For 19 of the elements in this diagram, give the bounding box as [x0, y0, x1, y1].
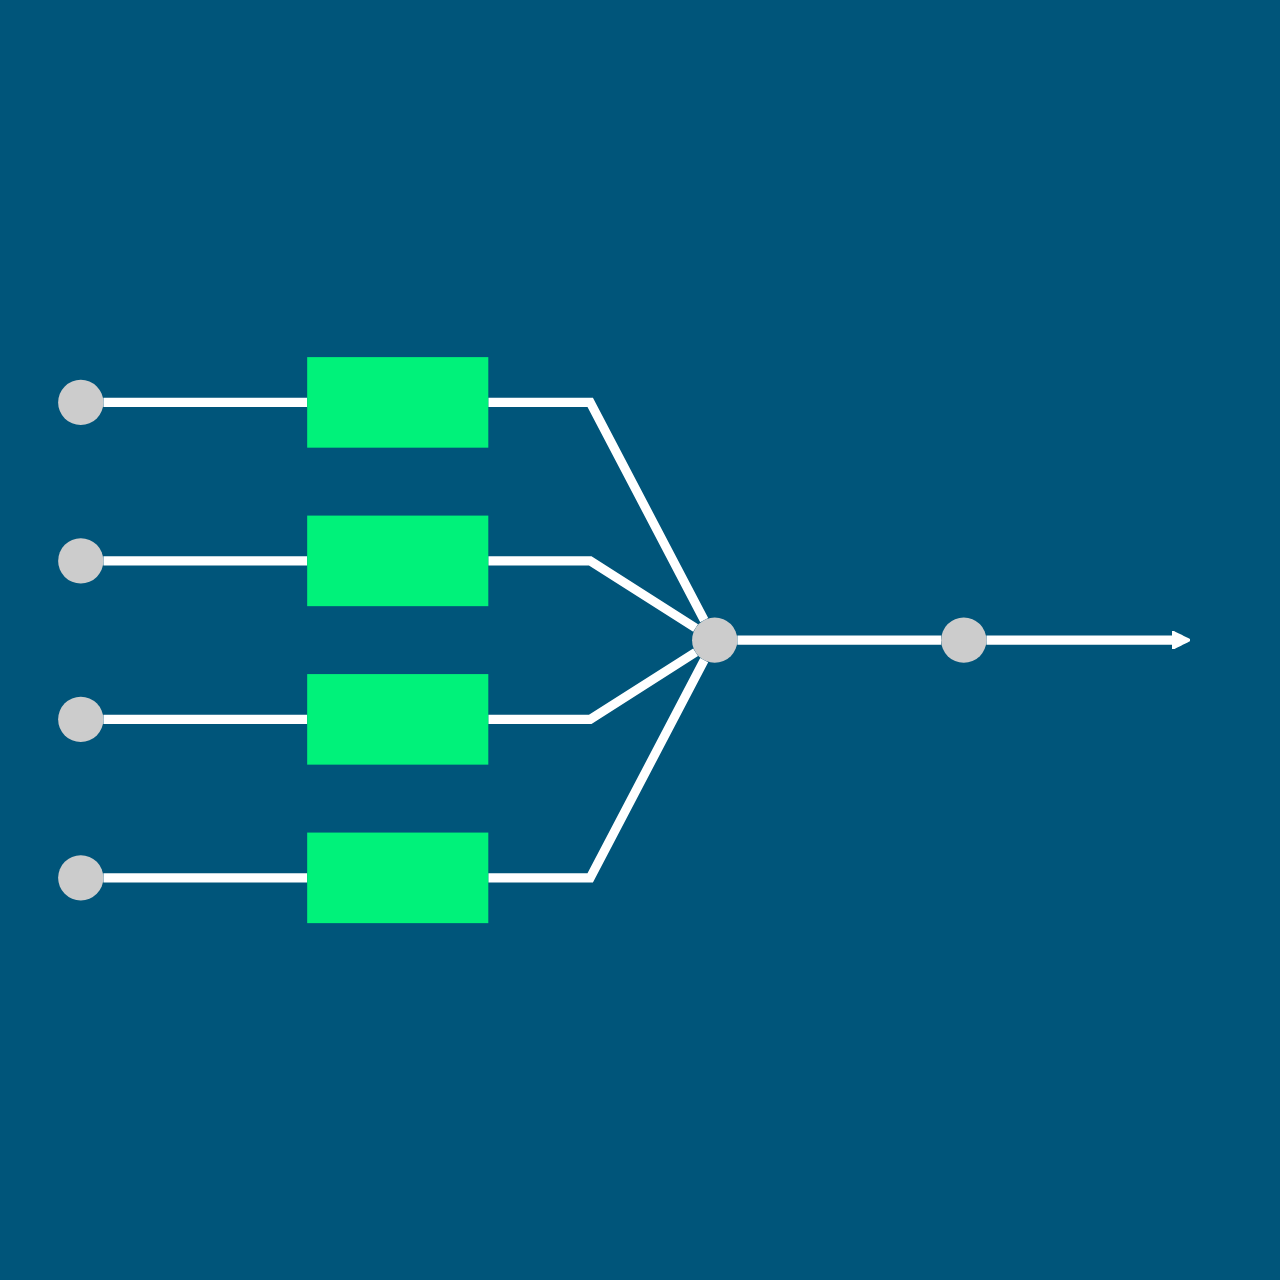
node-circle	[58, 538, 104, 584]
node-circle	[58, 696, 104, 742]
connector	[737, 635, 942, 645]
node-circle	[692, 617, 738, 663]
connector	[103, 714, 308, 724]
node-circle	[941, 617, 987, 663]
node-box	[307, 832, 489, 923]
connector	[103, 397, 308, 407]
connector	[488, 648, 699, 724]
node-box	[307, 357, 489, 448]
connector	[488, 657, 709, 883]
connector	[488, 556, 699, 632]
node-circle	[58, 379, 104, 425]
node-circle	[58, 855, 104, 901]
connector	[488, 397, 709, 623]
connector	[103, 873, 308, 883]
node-box	[307, 515, 489, 607]
node-box	[307, 673, 489, 765]
connector	[103, 556, 308, 566]
